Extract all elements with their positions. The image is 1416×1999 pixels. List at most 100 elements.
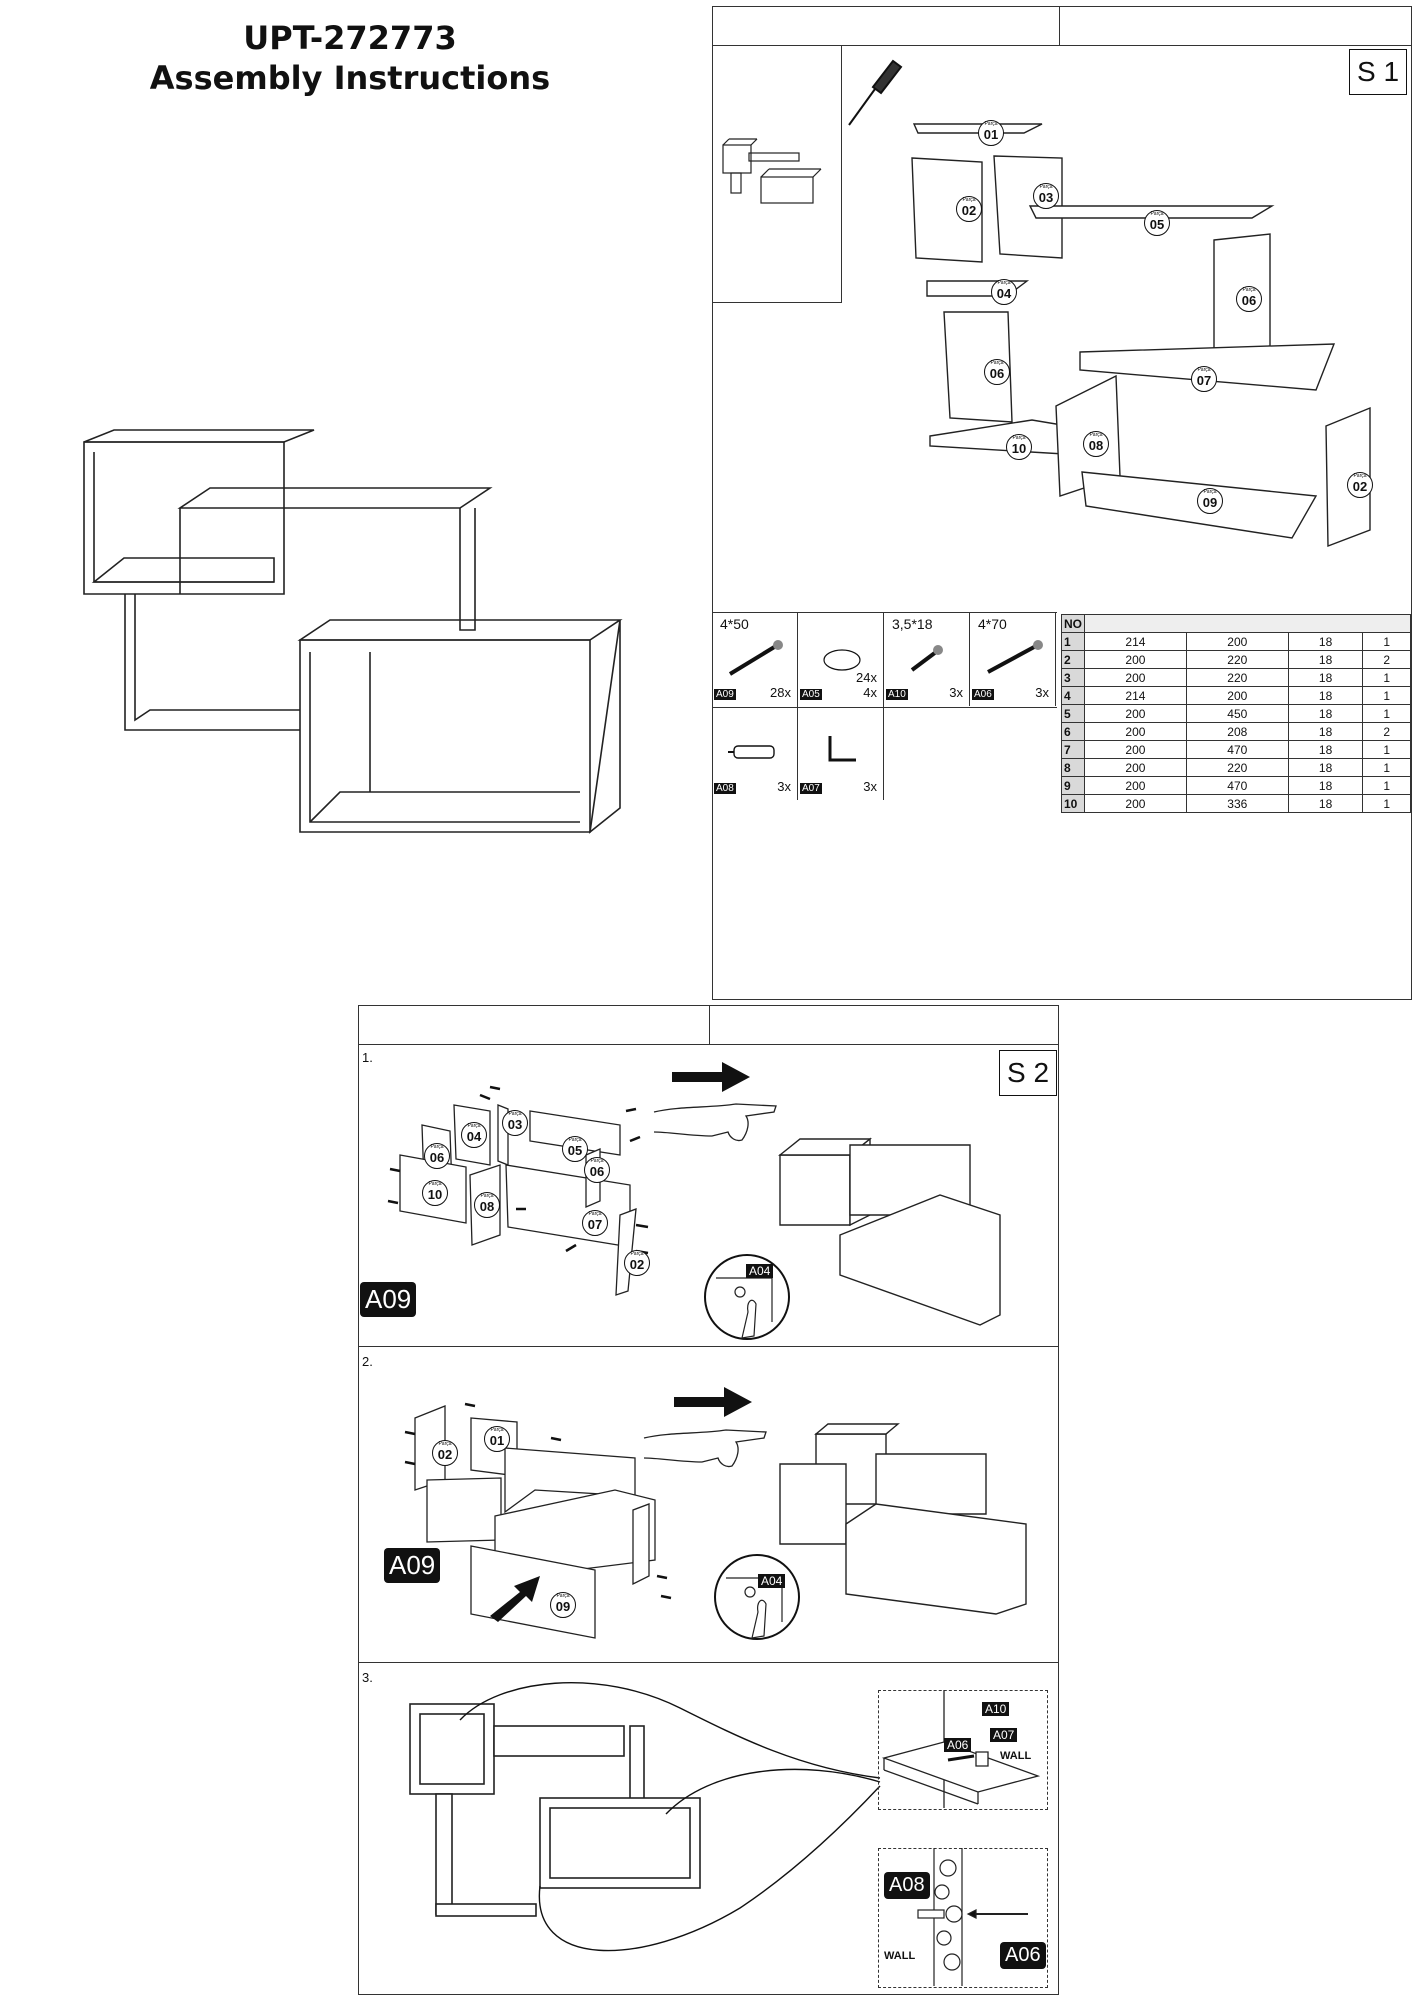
hardware-qty: 28x [770, 685, 791, 700]
finished-shelf-illustration [83, 429, 623, 834]
step-2-detail-circle [714, 1554, 800, 1640]
dimension-cell: 2 [1362, 722, 1411, 741]
dimension-cell: 336 [1185, 794, 1289, 813]
model-number: UPT-272773 [243, 19, 457, 57]
step-1-result-diagram [778, 1137, 1001, 1326]
dimension-cell: 200 [1185, 632, 1289, 651]
sheet-2-header [359, 1006, 1058, 1045]
dims-header: NO [1061, 614, 1085, 633]
dimension-cell: 18 [1287, 668, 1364, 687]
dimension-cell: 1 [1362, 686, 1411, 705]
dimension-cell: 214 [1084, 632, 1187, 651]
dimension-cell: 220 [1185, 758, 1289, 777]
dimension-cell: 208 [1185, 722, 1289, 741]
dimension-cell: 1 [1362, 740, 1411, 759]
screw-icon [987, 640, 1043, 674]
dimension-cell: 200 [1084, 776, 1187, 795]
bracket-icon [828, 736, 856, 762]
part-prefix: Parça [568, 1137, 582, 1143]
hardware-code: A09 [714, 689, 736, 700]
dimension-cell: 18 [1287, 704, 1364, 723]
part-prefix: Parça [467, 1123, 481, 1129]
part-number: 01 [983, 127, 999, 142]
dimension-cell: 18 [1287, 722, 1364, 741]
part-prefix: Parça [1197, 367, 1211, 373]
dimension-cell: 18 [1287, 758, 1364, 777]
row-number: 3 [1061, 668, 1085, 687]
dimension-cell: 1 [1362, 632, 1411, 651]
dimension-cell: 200 [1084, 740, 1187, 759]
part-number: 06 [989, 366, 1005, 381]
step-3-wall-mount-diagram [409, 1682, 881, 1952]
part-number: 07 [1196, 373, 1212, 388]
step-3-code-a06: A06 [944, 1738, 972, 1752]
dimension-cell: 200 [1084, 668, 1187, 687]
push-arrow-icon [490, 1576, 540, 1622]
part-prefix: Parça [1150, 211, 1164, 217]
dimension-cell: 18 [1287, 686, 1364, 705]
wall-label-top: WALL [1000, 1750, 1032, 1762]
part-prefix: Parça [1203, 489, 1217, 495]
hardware-code: A07 [800, 783, 822, 794]
step-2-number: 2. [362, 1354, 373, 1369]
dimension-cell: 1 [1362, 758, 1411, 777]
step-2-result-diagram [779, 1423, 1027, 1615]
dimension-cell: 1 [1362, 668, 1411, 687]
dimension-cell: 470 [1185, 776, 1289, 795]
part-06b-board [943, 311, 1013, 423]
hardware-size: 4*50 [720, 616, 749, 632]
step-3-number: 3. [362, 1670, 373, 1685]
document-title: Assembly Instructions [149, 59, 551, 97]
hardware-size: 3,5*18 [892, 616, 933, 632]
part-prefix: Parça [490, 1427, 504, 1433]
part-number: 07 [587, 1217, 603, 1232]
dimension-cell: 18 [1287, 776, 1364, 795]
part-prefix: Parça [430, 1144, 444, 1150]
dimension-cell: 18 [1287, 794, 1364, 813]
part-number: 05 [567, 1143, 583, 1158]
part-prefix: Parça [480, 1193, 494, 1199]
part-number: 04 [466, 1129, 482, 1144]
arrow-icon [674, 1387, 752, 1417]
step-1-divider [359, 1346, 1058, 1347]
step-3-code-a06-anchor: A06 [1000, 1942, 1046, 1969]
part-prefix: Parça [1012, 435, 1026, 441]
page-title: UPT-272773 Assembly Instructions [110, 18, 590, 98]
row-number: 9 [1061, 776, 1085, 795]
part-number: 06 [1241, 293, 1257, 308]
step-3-detail-bracket [878, 1690, 1048, 1810]
dimension-cell: 18 [1287, 650, 1364, 669]
sheet-2-tag: S 2 [999, 1050, 1057, 1096]
wall-plug-icon [728, 745, 775, 759]
sheet-1-header [713, 7, 1411, 46]
row-number: 7 [1061, 740, 1085, 759]
part-prefix: Parça [1353, 473, 1367, 479]
part-prefix: Parça [990, 360, 1004, 366]
part-number: 06 [429, 1150, 445, 1165]
row-number: 4 [1061, 686, 1085, 705]
part-10-board [929, 419, 1069, 455]
dimension-cell: 470 [1185, 740, 1289, 759]
part-number: 10 [427, 1187, 443, 1202]
dimension-cell: 18 [1287, 632, 1364, 651]
part-prefix: Parça [997, 280, 1011, 286]
